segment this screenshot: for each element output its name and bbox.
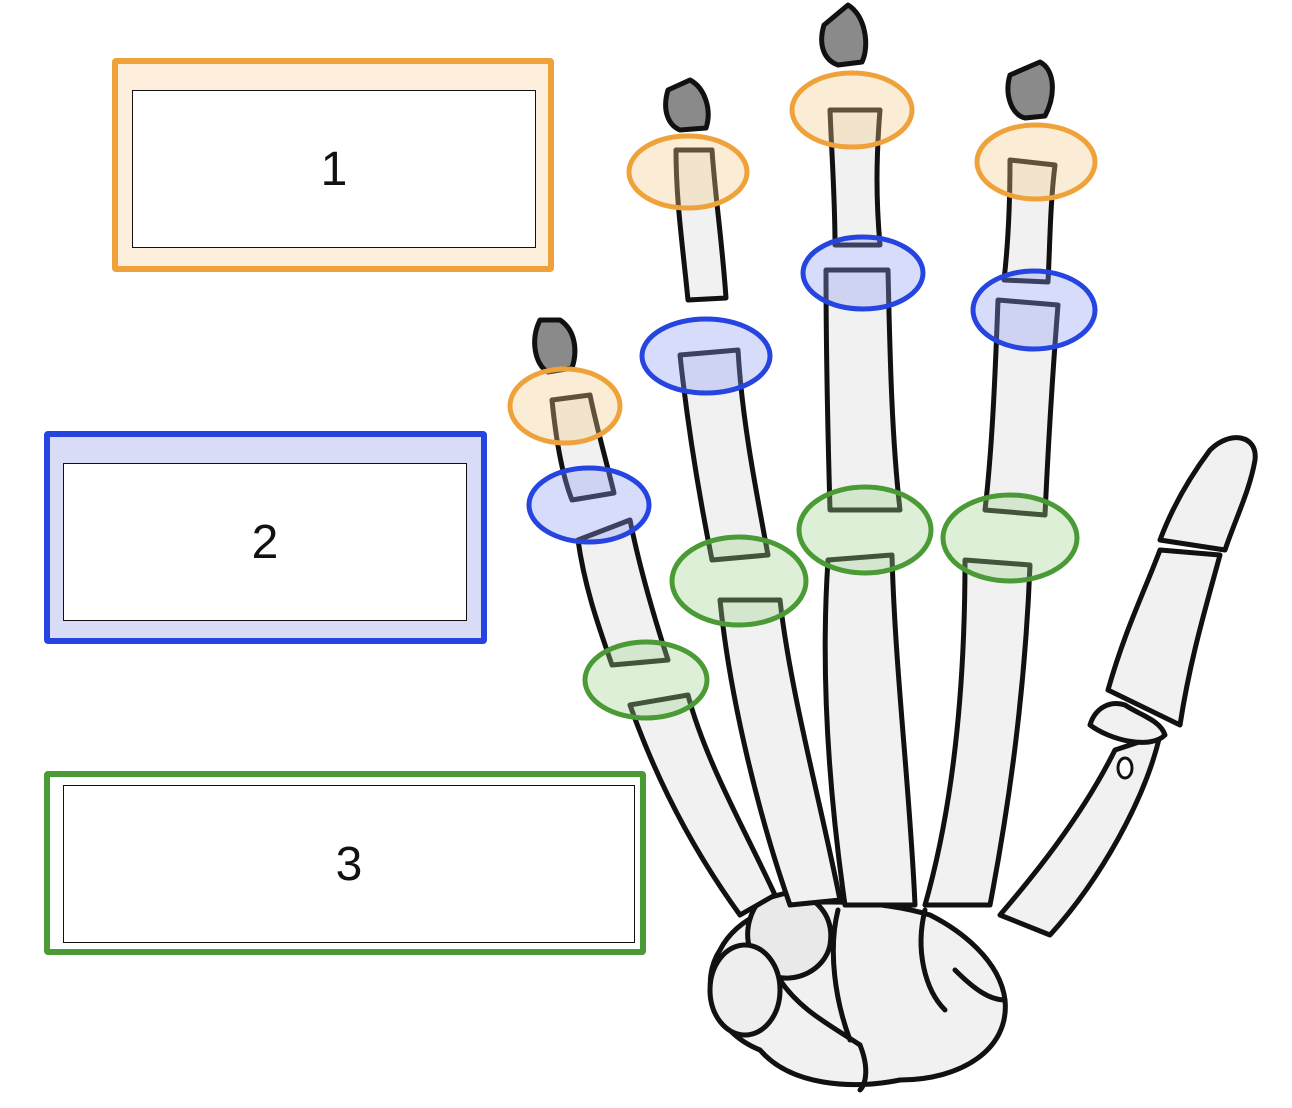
label-box-1: 1 (112, 58, 554, 272)
answer-field-1[interactable]: 1 (132, 90, 536, 248)
label-number-1: 1 (320, 142, 348, 196)
label-box-2: 2 (44, 431, 487, 644)
answer-field-2[interactable]: 2 (63, 463, 467, 621)
answer-field-3[interactable]: 3 (63, 785, 635, 943)
label-number-3: 3 (335, 837, 363, 891)
label-box-3: 3 (44, 771, 646, 955)
label-number-2: 2 (251, 515, 279, 569)
